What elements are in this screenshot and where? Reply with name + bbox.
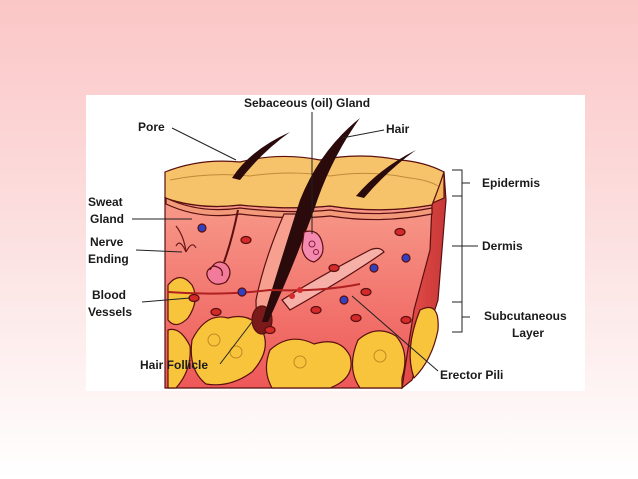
label-hair-follicle: Hair Follicle [140,358,208,372]
hair-strands [232,118,416,322]
sweat-gland [206,209,239,285]
erector-pili-muscle [281,247,385,311]
label-nerve-ending-2: Ending [88,252,129,266]
sebaceous-gland [301,230,324,263]
label-sweat-gland-1: Sweat [88,195,123,209]
nerve-ending [175,225,197,253]
label-epidermis: Epidermis [482,176,540,190]
label-subcutaneous-2: Layer [512,326,544,340]
layer-brackets [452,169,470,333]
label-nerve-ending-1: Nerve [90,235,124,249]
label-erector-pili: Erector Pili [440,368,503,382]
label-blood-vessels-1: Blood [92,288,126,302]
label-pore: Pore [138,120,165,134]
label-subcutaneous-1: Subcutaneous [484,309,567,323]
label-hair: Hair [386,122,410,136]
subcutaneous-fat [167,276,406,389]
label-sweat-gland-2: Gland [90,212,124,226]
leader-lines [132,112,478,372]
label-sebaceous-gland: Sebaceous (oil) Gland [244,96,370,110]
epidermis-layer [164,155,445,221]
label-blood-vessels-2: Vessels [88,305,132,319]
label-dermis: Dermis [482,239,523,253]
